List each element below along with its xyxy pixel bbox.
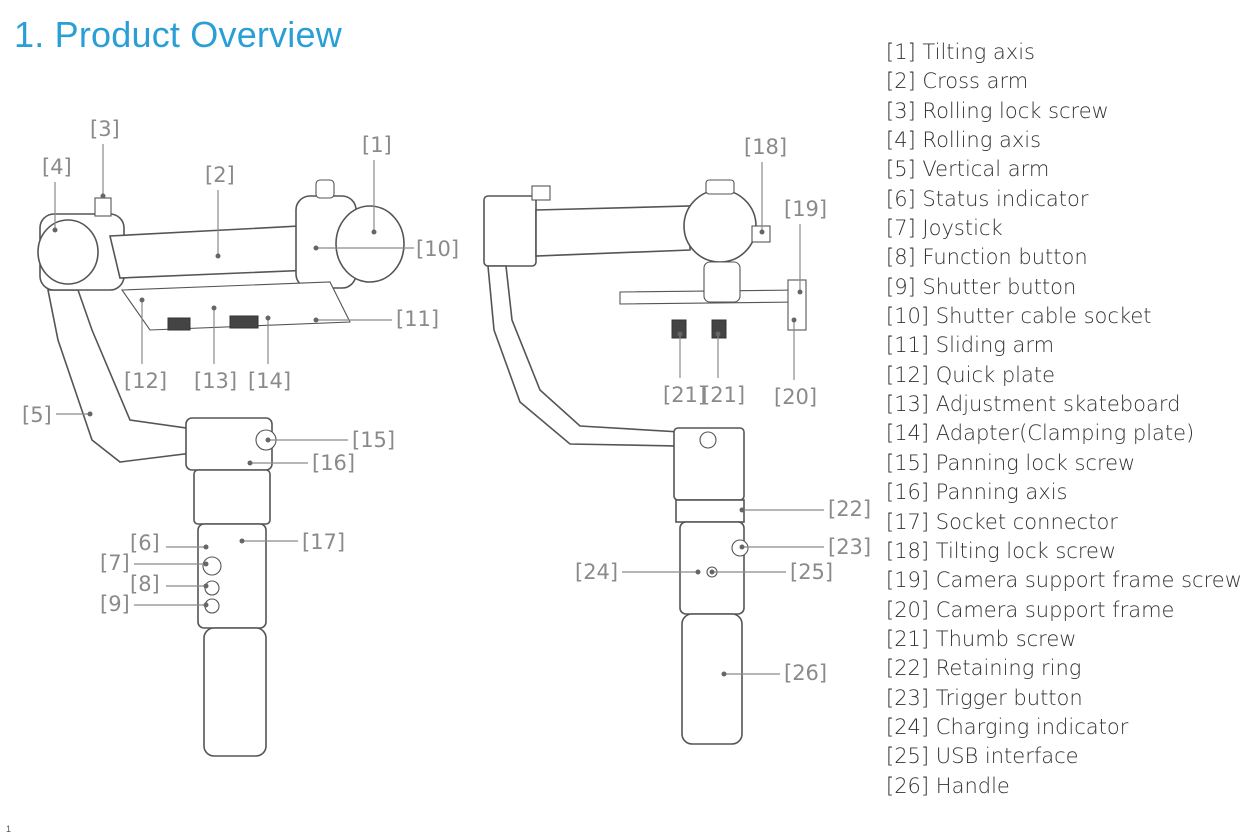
part-item: [19] Camera support frame screw [886, 568, 1240, 593]
callout-5: [5] [22, 403, 52, 427]
part-item: [20] Camera support frame [886, 597, 1175, 622]
part-item: [21] Thumb screw [886, 626, 1077, 651]
page-title: 1. Product Overview [14, 14, 342, 55]
callout-2: [2] [205, 163, 235, 187]
part-item: [8] Function button [886, 245, 1088, 270]
part-item: [10] Shutter cable socket [886, 304, 1152, 329]
part-item: [26] Handle [886, 773, 1010, 798]
callout-17: [17] [302, 530, 345, 554]
parts-list: [1] Tilting axis [2] Cross arm [3] Rolli… [886, 38, 1240, 801]
part-item: [14] Adapter(Clamping plate) [886, 421, 1195, 446]
part-item: [11] Sliding arm [886, 333, 1055, 358]
part-item: [5] Vertical arm [886, 157, 1050, 182]
gimbal-side-view [483, 179, 807, 745]
callout-16: [16] [312, 451, 355, 475]
page-number: 1 [6, 824, 12, 834]
callouts: [1] [2] [3] [4] [5] [6] [7] [8] [9] [10]… [22, 117, 871, 685]
callout-25: [25] [790, 560, 833, 584]
part-item: [4] Rolling axis [886, 128, 1042, 153]
callout-22: [22] [828, 497, 871, 521]
part-item: [7] Joystick [886, 216, 1003, 241]
callout-13: [13] [194, 369, 237, 393]
callout-12: [12] [124, 369, 167, 393]
callout-19: [19] [784, 197, 827, 221]
callout-3: [3] [90, 117, 120, 141]
part-item: [1] Tilting axis [886, 40, 1035, 64]
part-item: [15] Panning lock screw [886, 450, 1136, 475]
callout-18: [18] [744, 135, 787, 159]
callout-24: [24] [575, 560, 618, 584]
callout-4: [4] [42, 155, 72, 179]
callout-10: [10] [416, 237, 459, 261]
part-item: [2] Cross arm [886, 69, 1029, 94]
part-item: [18] Tilting lock screw [886, 538, 1117, 563]
callout-7: [7] [100, 551, 130, 575]
gimbal-front-view [37, 179, 405, 757]
part-item: [25] USB interface [886, 744, 1079, 769]
part-item: [13] Adjustment skateboard [886, 392, 1181, 417]
part-item: [24] Charging indicator [886, 714, 1129, 739]
callout-6: [6] [130, 531, 160, 555]
callout-8: [8] [130, 572, 160, 596]
part-item: [6] Status indicator [886, 186, 1089, 211]
callout-21a: [21] [663, 383, 706, 407]
part-item: [23] Trigger button [886, 685, 1083, 710]
part-item: [17] Socket connector [886, 509, 1118, 534]
callout-23: [23] [828, 535, 871, 559]
callout-11: [11] [396, 307, 439, 331]
callout-15: [15] [352, 428, 395, 452]
callout-20: [20] [774, 385, 817, 409]
callout-9: [9] [100, 592, 130, 616]
callout-14: [14] [248, 369, 291, 393]
part-item: [16] Panning axis [886, 480, 1068, 505]
part-item: [22] Retaining ring [886, 656, 1082, 681]
callout-21b: [21] [702, 383, 745, 407]
part-item: [3] Rolling lock screw [886, 98, 1109, 123]
part-item: [9] Shutter button [886, 274, 1077, 299]
callout-1: [1] [362, 133, 392, 157]
callout-26: [26] [784, 661, 827, 685]
part-item: [12] Quick plate [886, 362, 1056, 387]
